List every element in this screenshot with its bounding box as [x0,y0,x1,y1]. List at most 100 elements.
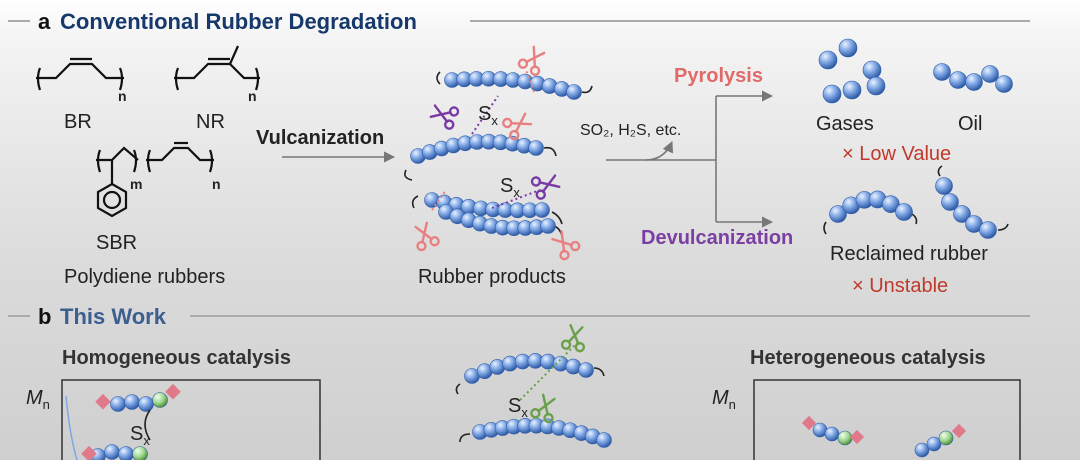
homogeneous-panel [61,379,321,460]
nr-subscript-n: n [248,88,257,104]
crosslink [144,409,151,441]
section-a-header: a Conventional Rubber Degradation [8,9,1030,34]
gases-label: Gases [816,113,874,135]
sbr-subscript-m: m [130,176,142,192]
chain-bead [933,63,951,81]
chain-bead [881,195,900,213]
heterogeneous-title: Heterogeneous catalysis [750,347,986,369]
oil-molecules [933,63,1013,93]
end-cap [95,393,111,410]
heterogeneous-mn-label: Mn [712,387,736,412]
chain-bead [824,426,840,442]
sbr-structure: m n SBR [96,141,221,254]
rubbers-caption: Polydiene rubbers [64,266,225,288]
scissors-icon [560,323,586,353]
byproducts-label: SO₂, H₂S, etc. [580,122,681,139]
chain-tail [436,71,441,85]
section-b-header: b This Work [8,304,1030,329]
gas-molecule [838,38,858,58]
products-sx-label-1: Sx [478,103,498,128]
crosslink [525,69,535,93]
nr-structure: n NR [174,45,260,133]
chain-bead [578,362,594,378]
chain-tail [593,367,605,377]
heterogeneous-panel [753,379,1021,460]
rubber-products-network [404,69,593,237]
chain-tail [937,165,943,177]
chain-bead [132,446,148,460]
chain-bead [596,432,612,448]
scissors-group [414,45,586,424]
chain-tail [404,169,413,181]
br-label: BR [64,111,92,133]
center-sx-label: Sx [508,395,528,420]
chain-bead [981,65,999,83]
products-caption: Rubber products [418,266,566,288]
chain-bead [104,444,120,460]
section-a-title: Conventional Rubber Degradation [60,9,417,34]
chain-bead [965,73,983,91]
unstable-note: × Unstable [852,275,948,297]
scissors-icon [551,230,581,261]
chain-bead [138,396,154,412]
vulcanization-label: Vulcanization [256,127,384,149]
chain-tail [823,221,827,235]
scissors-icon [530,174,561,200]
chain-tail [551,211,563,225]
products-sx-label-2: Sx [500,175,520,200]
chain-bead [935,177,953,195]
homogeneous-chain [81,383,181,460]
chain-bead [124,394,140,410]
chain-bead [941,193,959,211]
crosslink [519,339,581,401]
end-cap [81,445,97,460]
chain-bead [837,430,853,446]
gas-molecule [862,60,882,80]
end-cap [951,423,967,439]
sbr-subscript-n: n [212,176,221,192]
section-b-title: This Work [60,304,167,329]
chain-bead [895,203,913,221]
chain-bead [110,396,126,412]
chain-bead [926,436,942,452]
sbr-label: SBR [96,232,137,254]
scissors-icon [429,104,460,130]
reclaimed-label: Reclaimed rubber [830,243,988,265]
scissors-icon [414,221,440,252]
section-a-letter: a [38,9,51,34]
section-b-letter: b [38,304,51,329]
end-cap [849,429,865,445]
crosslink [491,189,541,209]
chain-bead [566,84,582,100]
scissors-icon [530,393,556,424]
chain-bead [829,205,847,223]
chain-bead [534,202,550,218]
chain-bead [949,71,967,89]
nr-label: NR [196,111,225,133]
gases-molecules [818,38,886,104]
end-cap [165,383,181,400]
chain-bead [953,205,971,223]
chain-tail [455,383,461,395]
chain-tail [581,85,593,94]
vulcanization-step: Vulcanization [256,127,396,163]
chain-bead [540,218,556,234]
gas-molecule [818,50,838,70]
oil-label: Oil [958,113,982,135]
homogeneous-curve [65,395,78,460]
chain-tail [997,223,1009,231]
homogeneous-mn-label: Mn [26,387,50,412]
scissors-icon [517,45,546,76]
pyrolysis-label: Pyrolysis [674,65,763,87]
chain-bead [995,75,1013,93]
chain-tail [459,433,471,443]
chain-tail [911,213,918,225]
low-value-note: × Low Value [842,143,951,165]
crosslink [431,189,447,211]
chain-bead [979,221,997,239]
gas-molecule [822,84,842,104]
end-cap [801,415,817,431]
heterogeneous-chains [801,415,967,458]
